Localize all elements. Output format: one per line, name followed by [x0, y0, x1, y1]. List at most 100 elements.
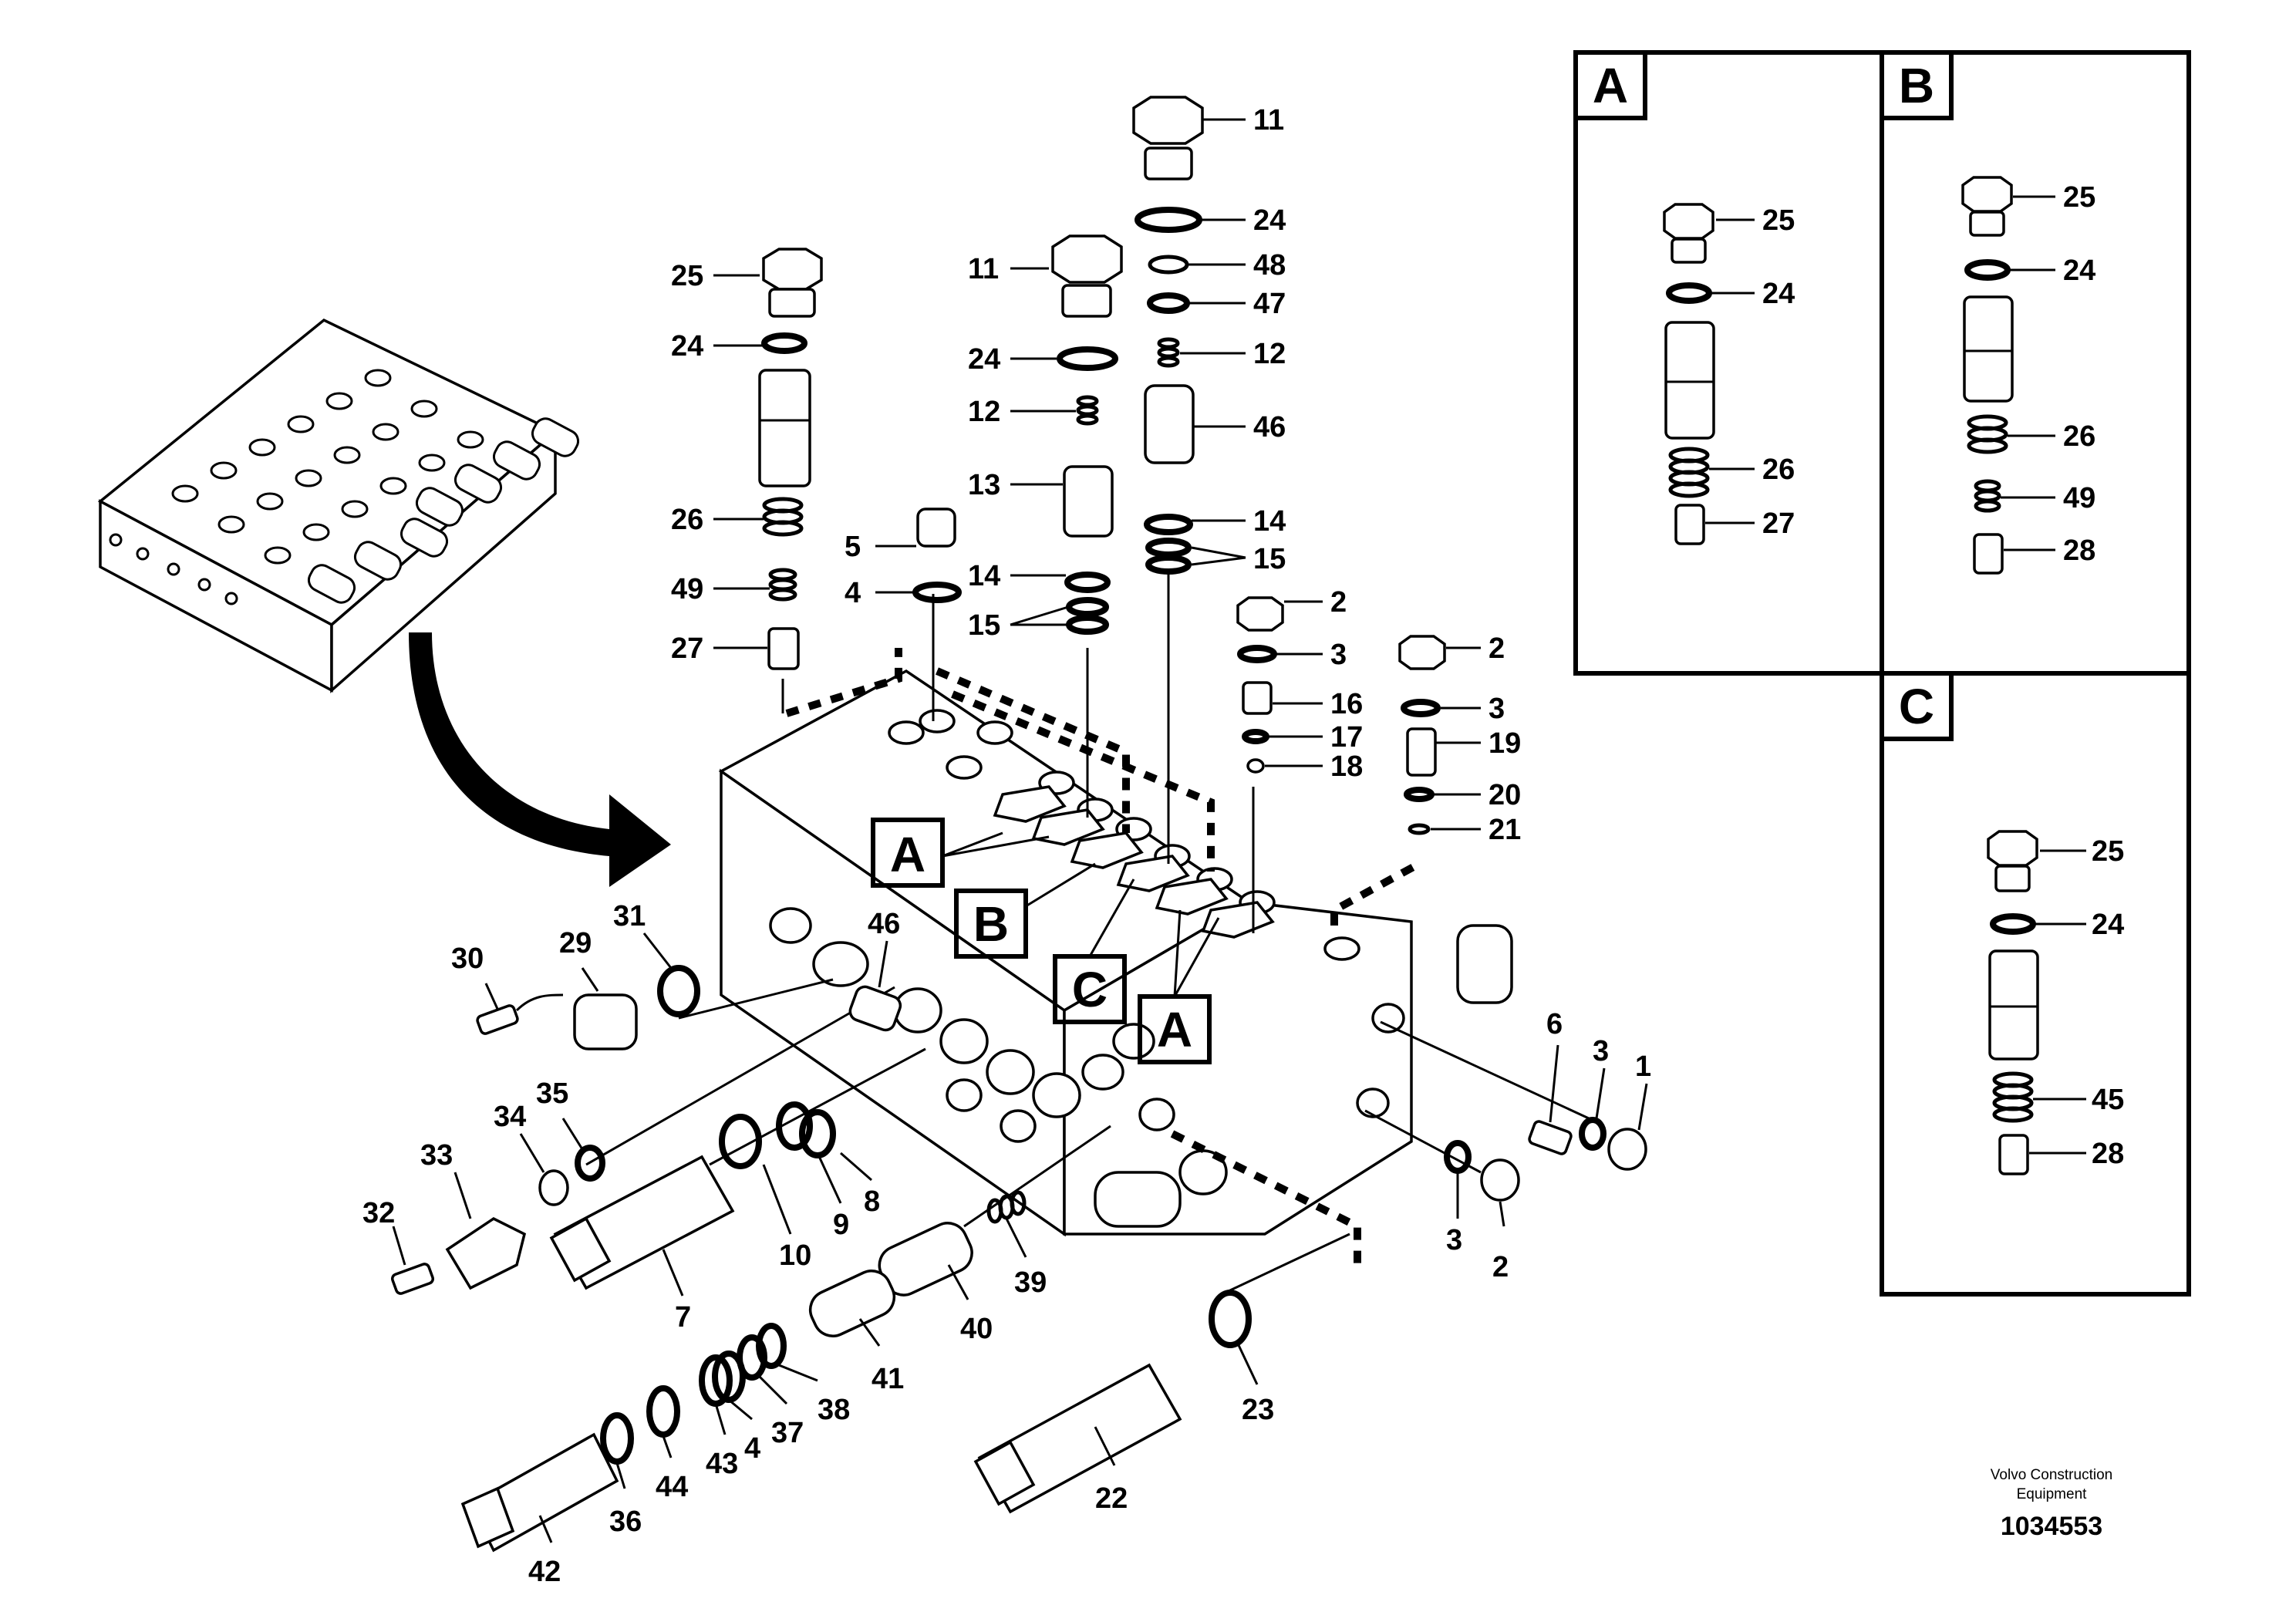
svg-text:A: A: [1157, 1002, 1192, 1057]
callout-9: 9: [833, 1209, 849, 1241]
panel-b-callout-24: 24: [2063, 255, 2095, 287]
stack-2-3-16-17-18: [1236, 596, 1284, 774]
panel-a-callout-27: 27: [1762, 508, 1795, 540]
overview-valve-assembly: [97, 318, 580, 693]
callout-19: 19: [1489, 727, 1521, 760]
callout-3: 3: [1330, 639, 1347, 671]
callout-20: 20: [1489, 779, 1521, 811]
cartridge-7: [549, 1101, 836, 1290]
panel-c-callout-24: 24: [2092, 909, 2124, 941]
svg-text:A: A: [1593, 58, 1628, 113]
callout-43: 43: [706, 1448, 738, 1480]
drawing-number: 1034553: [2001, 1512, 2102, 1541]
callout-12: 12: [1253, 338, 1286, 370]
detail-panel-A: A 25 24 26 27: [1573, 50, 1795, 545]
callout-2: 2: [1330, 586, 1347, 619]
callout-42: 42: [528, 1556, 561, 1588]
callout-2: 2: [1492, 1251, 1509, 1283]
callout-7: 7: [675, 1301, 691, 1334]
callout-15: 15: [968, 609, 1000, 642]
panel-c-callout-28: 28: [2092, 1138, 2124, 1170]
callout-16: 16: [1330, 688, 1363, 720]
callout-41: 41: [872, 1363, 904, 1395]
stack-middle-parts: [1051, 234, 1123, 635]
assembly-dashed-lines: [785, 648, 1421, 1265]
right-side-fittings: [973, 1117, 1647, 1514]
svg-text:C: C: [1899, 679, 1934, 734]
callout-48: 48: [1253, 249, 1286, 282]
panel-a-callout-26: 26: [1762, 454, 1795, 486]
callout-18: 18: [1330, 750, 1363, 783]
stack-right-parts: [1132, 96, 1204, 575]
credit-line-2: Equipment: [2017, 1486, 2088, 1502]
callout-4: 4: [744, 1432, 760, 1465]
callout-5: 5: [845, 531, 861, 563]
callout-23: 23: [1242, 1394, 1274, 1426]
callout-39: 39: [1014, 1266, 1047, 1299]
callout-40: 40: [960, 1313, 993, 1345]
callout-10: 10: [779, 1239, 811, 1272]
callout-32: 32: [362, 1197, 395, 1229]
callout-29: 29: [559, 927, 592, 959]
spool-assembly-parts: [460, 1190, 1027, 1553]
callout-30: 30: [451, 943, 484, 975]
callout-47: 47: [1253, 288, 1286, 320]
callout-17: 17: [1330, 721, 1363, 754]
callout-33: 33: [420, 1139, 453, 1172]
svg-text:B: B: [1899, 58, 1934, 113]
stack-2-3-19-20-21: [1398, 635, 1446, 835]
callout-6: 6: [1546, 1008, 1563, 1040]
section-ref-C: C: [1053, 878, 1135, 1024]
plug-5-and-ring-4: [912, 508, 962, 603]
svg-text:B: B: [973, 896, 1009, 952]
panel-c-callout-25: 25: [2092, 835, 2124, 868]
callout-14: 14: [1253, 505, 1286, 538]
callout-46: 46: [868, 908, 900, 940]
footer-credit: Volvo Construction Equipment 1034553: [1991, 1467, 2112, 1541]
callout-11: 11: [1253, 104, 1284, 137]
section-ref-A-1: A: [871, 818, 1050, 888]
callout-3: 3: [1489, 693, 1505, 725]
callout-44: 44: [656, 1471, 688, 1503]
callout-3: 3: [1593, 1035, 1609, 1067]
callout-15: 15: [1253, 543, 1286, 575]
callout-8: 8: [864, 1185, 880, 1218]
callout-14: 14: [968, 560, 1000, 592]
callout-11: 11: [968, 253, 999, 285]
callout-27: 27: [671, 632, 703, 665]
credit-line-1: Volvo Construction: [1991, 1467, 2112, 1483]
svg-text:C: C: [1072, 962, 1108, 1017]
callout-3: 3: [1446, 1224, 1462, 1256]
callout-21: 21: [1489, 814, 1521, 846]
callout-12: 12: [968, 396, 1000, 428]
flange-parts: [391, 1145, 605, 1295]
section-ref-A-2: A: [1138, 909, 1220, 1064]
callout-34: 34: [494, 1101, 526, 1133]
panel-b-callout-25: 25: [2063, 181, 2095, 214]
callout-24: 24: [968, 343, 1000, 376]
callout-22: 22: [1095, 1482, 1128, 1515]
callout-36: 36: [609, 1506, 642, 1538]
callout-24: 24: [671, 330, 703, 363]
callout-49: 49: [671, 573, 703, 605]
callout-26: 26: [671, 504, 703, 536]
callout-38: 38: [818, 1394, 850, 1426]
svg-text:A: A: [890, 827, 925, 882]
panel-a-callout-25: 25: [1762, 204, 1795, 237]
stack-left-parts: [758, 248, 823, 670]
callout-37: 37: [771, 1417, 804, 1449]
panel-b-callout-26: 26: [2063, 420, 2095, 453]
callout-46: 46: [1253, 411, 1286, 443]
callout-2: 2: [1489, 632, 1505, 665]
main-valve-block: [718, 669, 1513, 1237]
callout-35: 35: [536, 1077, 568, 1110]
left-side-parts: [476, 965, 902, 1050]
panel-c-callout-45: 45: [2092, 1084, 2124, 1116]
callout-1: 1: [1635, 1050, 1651, 1083]
callout-13: 13: [968, 469, 1000, 501]
section-ref-B: B: [954, 862, 1096, 959]
detail-panel-C: C 25 24 45 28: [1880, 671, 2124, 1175]
callout-25: 25: [671, 260, 703, 292]
callout-24: 24: [1253, 204, 1286, 237]
